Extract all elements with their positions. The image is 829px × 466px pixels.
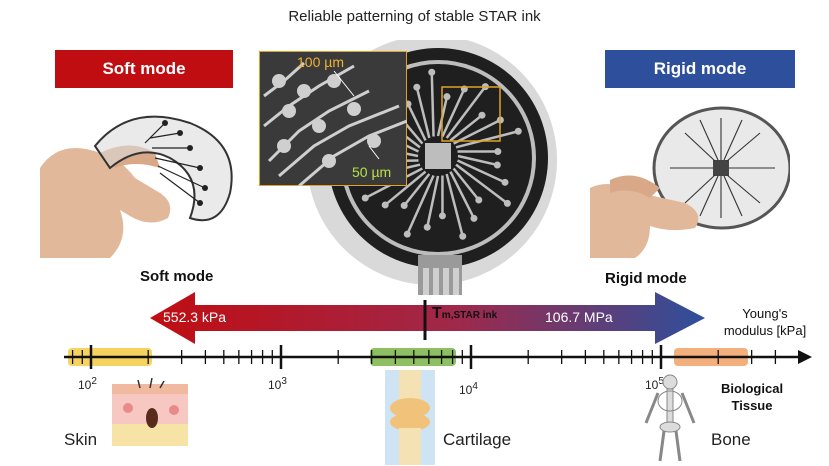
trace-pad (494, 148, 502, 156)
tick-label-1e2: 102 (78, 376, 97, 392)
trace-pad (501, 178, 509, 186)
trace-line (445, 173, 464, 237)
trace-pad (381, 201, 389, 209)
trace-line (453, 118, 501, 145)
trace-line (403, 173, 431, 207)
biological-tissue-header: Biological Tissue (702, 380, 802, 414)
trace-line (457, 154, 498, 167)
trace-line (415, 86, 431, 139)
rigid-mode-label: Rigid mode (605, 270, 687, 287)
rigid-mode-box: Rigid mode (605, 50, 795, 88)
trace-line (441, 88, 466, 138)
trace-line (455, 163, 509, 205)
trace-line (455, 130, 519, 149)
skin-label: Skin (64, 430, 98, 449)
trace-line (449, 171, 476, 219)
bio-line1: Biological (720, 381, 784, 396)
trace-pad (413, 83, 421, 91)
trace-pad (443, 93, 451, 101)
unit-line1: Young's (742, 306, 788, 321)
trace-pad (503, 199, 511, 207)
trace-pad (403, 230, 411, 238)
cartilage-label: Cartilage (443, 430, 512, 449)
bone-label: Bone (711, 430, 751, 449)
trace-pad (514, 127, 522, 135)
trace-pad (470, 214, 478, 222)
trace-line (406, 174, 435, 235)
modulus-axis (64, 345, 812, 369)
trace-pad (428, 68, 436, 76)
soft-mode-label: Soft mode (140, 268, 214, 285)
cartilage-illustration (385, 370, 435, 465)
zoom-inset (259, 51, 407, 186)
tick-label-1e5: 105 (645, 376, 664, 392)
unit-line2: modulus [kPa] (723, 323, 807, 338)
soft-value: 552.3 kPa (163, 309, 227, 325)
trace-line (384, 170, 427, 206)
tick-label-1e3: 103 (268, 376, 287, 392)
trace-pad (361, 194, 369, 202)
trace-line (406, 103, 427, 141)
trace-pad (400, 202, 408, 210)
tm-label: Tm,STAR ink (432, 305, 498, 322)
trace-pad (475, 196, 483, 204)
trace-line (456, 159, 506, 184)
trace-pad (493, 161, 501, 169)
young-modulus-label: Young's modulus [kPa] (710, 305, 820, 339)
trace-pad (438, 212, 446, 220)
trace-pad (478, 111, 486, 119)
tick-label-1e4: 104 (459, 381, 478, 397)
rigid-value: 106.7 MPa (545, 309, 613, 325)
trace-line (449, 114, 483, 142)
modulus-arrow (150, 292, 705, 344)
trace-line (430, 72, 435, 137)
bio-line2: Tissue (731, 398, 773, 413)
trace-line (452, 167, 480, 201)
trace-pad (423, 223, 431, 231)
skeleton-illustration (644, 374, 696, 462)
trace-pad (459, 232, 467, 240)
zoom-label-100um: 100 µm (297, 54, 344, 70)
rigid-film-photo (590, 98, 790, 258)
zoom-label-50um: 50 µm (352, 164, 392, 180)
soft-film-photo (40, 98, 250, 258)
soft-mode-box: Soft mode (55, 50, 233, 88)
axis-arrowhead (798, 350, 812, 364)
skin-illustration (112, 378, 188, 446)
trace-line (445, 85, 487, 139)
trace-line (426, 175, 440, 228)
figure-title: Reliable patterning of stable STAR ink (288, 8, 541, 25)
